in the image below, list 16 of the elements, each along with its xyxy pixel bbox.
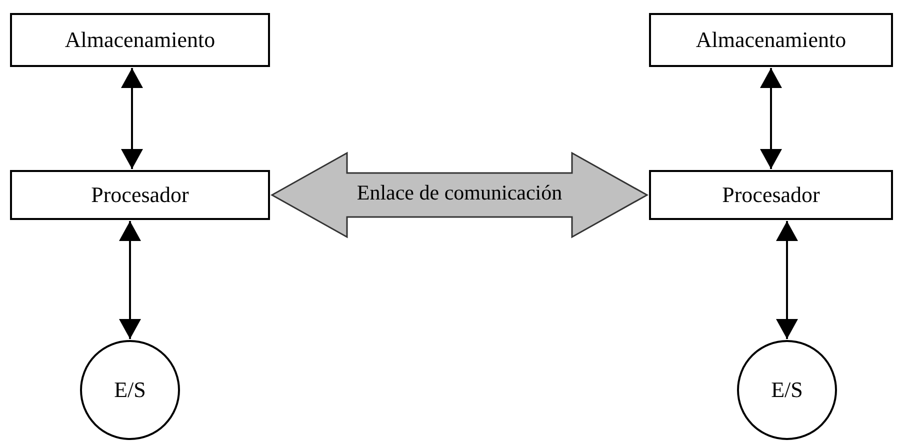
block-arrow (270, 152, 649, 238)
double-arrow (776, 221, 798, 339)
edge-label: Enlace de comunicación (356, 182, 562, 204)
process-box (649, 170, 893, 220)
node-label: Procesador (722, 181, 820, 209)
double-arrow (119, 221, 141, 339)
node-label: Procesador (91, 181, 189, 209)
process-box (10, 13, 270, 67)
node-label: Almacenamiento (64, 26, 216, 54)
node-label: E/S (114, 376, 146, 404)
node-label: E/S (771, 376, 803, 404)
double-arrow (760, 68, 782, 169)
process-box (649, 13, 893, 67)
node-label: Almacenamiento (696, 26, 846, 54)
process-box (10, 170, 270, 220)
double-arrow (121, 68, 143, 169)
